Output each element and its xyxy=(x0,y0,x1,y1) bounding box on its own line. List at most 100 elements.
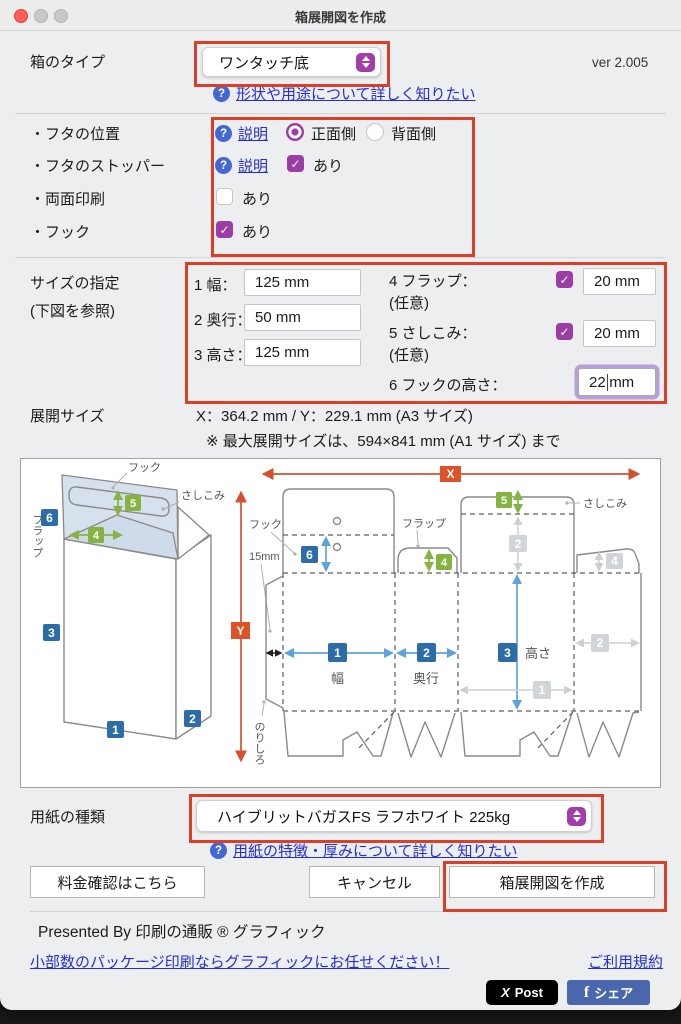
depth-input[interactable]: 50 mm xyxy=(244,304,361,331)
create-dieline-button[interactable]: 箱展開図を作成 xyxy=(449,866,655,898)
front-side-radio[interactable] xyxy=(286,123,304,141)
depth-dim-label: 奥行 xyxy=(413,671,439,686)
hook-checkbox[interactable]: ✓ xyxy=(216,221,233,238)
question-icon[interactable]: ? xyxy=(215,157,232,174)
lid-stopper-help-link[interactable]: 説明 xyxy=(238,158,269,175)
insert-input[interactable]: 20 mm xyxy=(583,320,656,347)
double-sided-check-label: あり xyxy=(242,191,273,208)
hook-height-label: 6 フックの高さ： xyxy=(389,377,507,394)
flap-label: 4 フラップ： xyxy=(389,273,477,290)
flap-flat-label: フラップ xyxy=(402,517,446,530)
badge-gray-1: 1 xyxy=(539,683,546,697)
15mm-label: 15mm xyxy=(249,551,280,563)
separator xyxy=(15,113,666,114)
badge-gray-2r: 2 xyxy=(597,636,604,650)
lid-position-help: ? 説明 xyxy=(215,123,268,144)
x-post-button[interactable]: X Post xyxy=(486,980,558,1005)
terms-link[interactable]: ご利用規約 xyxy=(588,954,664,971)
question-icon[interactable]: ? xyxy=(210,842,227,859)
text-caret xyxy=(606,373,609,391)
badge-4: 4 xyxy=(93,530,100,542)
width-dim-label: 幅 xyxy=(331,671,344,686)
zoom-icon[interactable] xyxy=(54,9,68,23)
badge-gray-4: 4 xyxy=(611,554,618,568)
front-side-label: 正面側 xyxy=(311,126,357,143)
price-check-button[interactable]: 料金確認はこちら xyxy=(30,866,205,898)
close-icon[interactable] xyxy=(14,9,28,23)
size-sublabel: (下図を参照) xyxy=(30,303,115,320)
badge-5: 5 xyxy=(130,498,136,510)
promo-link[interactable]: 小部数のパッケージ印刷ならグラフィックにお任せください！ xyxy=(30,954,450,971)
hook-height-input[interactable]: 22 mm xyxy=(578,368,656,396)
lid-stopper-checkbox[interactable]: ✓ xyxy=(287,155,304,172)
fb-share-button[interactable]: f シェア xyxy=(567,980,650,1005)
flap-3d-label: フラップ xyxy=(31,514,43,558)
badge-2: 2 xyxy=(189,712,196,726)
hook-height-unit: mm xyxy=(609,373,635,391)
badge-6: 6 xyxy=(46,511,53,525)
width-input[interactable]: 125 mm xyxy=(244,269,361,296)
flap-input[interactable]: 20 mm xyxy=(583,268,656,295)
paper-help-link[interactable]: 用紙の特徴・厚みについて詳しく知りたい xyxy=(233,843,518,860)
cancel-button[interactable]: キャンセル xyxy=(309,866,440,898)
height-label: 3 高さ： xyxy=(194,347,252,364)
shape-help-link[interactable]: 形状や用途について詳しく知りたい xyxy=(236,86,476,103)
hook-3d-label: フック xyxy=(128,461,161,474)
presented-by: Presented By 印刷の通販 ® グラフィック xyxy=(38,924,326,941)
badge-3-flat: 3 xyxy=(504,646,511,660)
stepper-icon xyxy=(567,806,586,826)
flat-dieline: X Y 6 フック 15mm 5 2 さしこみ xyxy=(231,466,642,766)
badge-4-flat: 4 xyxy=(441,557,448,569)
fb-share-label: シェア xyxy=(594,986,634,1001)
dieline-svg: 5 4 フック さしこみ フラップ 3 1 2 6 X Y xyxy=(31,461,642,766)
insert-flat-label: さしこみ xyxy=(583,497,627,510)
box-type-select[interactable]: ワンタッチ底 xyxy=(202,47,381,77)
paper-select[interactable]: ハイブリットバガスFS ラフホワイト 225kg xyxy=(196,800,592,832)
glue-label: のりしろ xyxy=(253,721,265,766)
insert-3d-label: さしこみ xyxy=(181,489,225,502)
hook-height-value: 22 xyxy=(589,373,606,391)
depth-label: 2 奥行： xyxy=(194,312,252,329)
lid-position-help-link[interactable]: 説明 xyxy=(238,126,269,143)
height-input[interactable]: 125 mm xyxy=(244,339,361,366)
size-label: サイズの指定 xyxy=(30,275,120,292)
width-label: 1 幅： xyxy=(194,277,237,294)
window-title: 箱展開図を作成 xyxy=(294,10,386,25)
badge-3: 3 xyxy=(48,626,55,640)
back-side-label: 背面側 xyxy=(391,126,437,143)
flap-checkbox[interactable]: ✓ xyxy=(556,271,573,288)
double-sided-label: ・両面印刷 xyxy=(30,191,106,208)
double-sided-checkbox[interactable] xyxy=(216,188,233,205)
flap-optional: (任意) xyxy=(389,295,429,312)
insert-label: 5 さしこみ： xyxy=(389,325,477,342)
question-icon[interactable]: ? xyxy=(213,85,230,102)
back-side-radio[interactable] xyxy=(366,123,384,141)
unfold-label: 展開サイズ xyxy=(30,408,105,425)
lid-stopper-label: ・フタのストッパー xyxy=(30,158,166,175)
box-type-value: ワンタッチ底 xyxy=(219,54,310,72)
lid-stopper-help: ? 説明 xyxy=(215,155,268,176)
lid-stopper-check-label: あり xyxy=(313,158,344,175)
hook-check-label: あり xyxy=(242,224,273,241)
minimize-icon[interactable] xyxy=(34,9,48,23)
unfold-note: ※ 最大展開サイズは、594×841 mm (A1 サイズ) まで xyxy=(206,433,561,450)
separator xyxy=(15,257,666,258)
separator xyxy=(30,911,651,912)
paper-value: ハイブリットバガスFS ラフホワイト 225kg xyxy=(217,808,511,826)
unfold-value: X：364.2 mm / Y：229.1 mm (A3 サイズ) xyxy=(196,408,473,425)
hook-label: ・フック xyxy=(30,224,91,241)
badge-1-flat: 1 xyxy=(334,646,341,660)
y-badge: Y xyxy=(236,624,244,638)
badge-2-flat: 2 xyxy=(423,646,430,660)
x-post-label: Post xyxy=(514,985,543,1000)
insert-checkbox[interactable]: ✓ xyxy=(556,323,573,340)
version-label: ver 2.005 xyxy=(592,55,649,70)
lid-position-label: ・フタの位置 xyxy=(30,126,121,143)
question-icon[interactable]: ? xyxy=(215,125,232,142)
badge-5-flat: 5 xyxy=(501,495,507,507)
badge-1: 1 xyxy=(112,723,119,737)
x-badge: X xyxy=(446,467,454,481)
paper-help-row: ? 用紙の特徴・厚みについて詳しく知りたい xyxy=(210,840,518,861)
